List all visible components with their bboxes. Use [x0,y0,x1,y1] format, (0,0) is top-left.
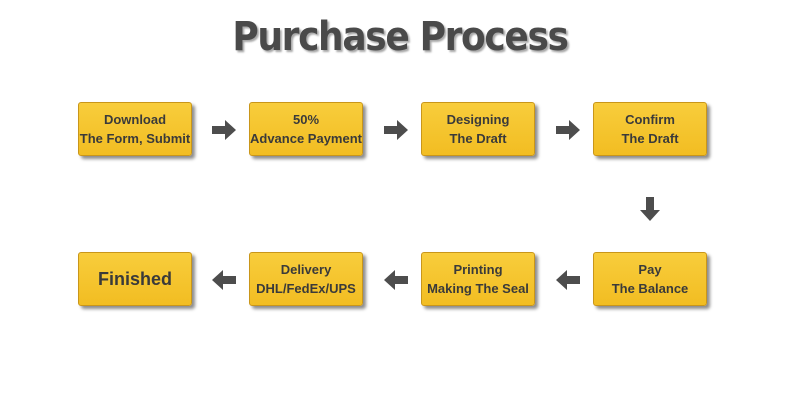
step-label-line1: Pay [638,262,662,277]
step-delivery: Delivery DHL/FedEx/UPS [249,252,363,306]
arrow-left-icon [555,267,581,293]
arrow-right-icon [211,117,237,143]
step-label-line1: Download [103,112,167,127]
step-label-line2: The Form, Submit [79,131,191,146]
step-pay-balance: Pay The Balance [593,252,707,306]
arrow-right-icon [383,117,409,143]
step-label-line2: Making The Seal [427,281,529,296]
step-label-line1: Delivery [280,262,332,277]
step-label-line1: 50% [292,112,320,127]
arrow-left-icon [211,267,237,293]
step-label-line1: Confirm [625,112,675,127]
arrow-left-icon [383,267,409,293]
page-title: Purchase Process [232,14,569,60]
step-printing-seal: Printing Making The Seal [421,252,535,306]
step-confirm-draft: Confirm The Draft [593,102,707,156]
step-label-line2: DHL/FedEx/UPS [256,281,356,296]
step-designing-draft: Designing The Draft [421,102,535,156]
arrow-down-icon [637,196,663,222]
step-label-line2: The Balance [611,281,689,296]
step-label-line2: The Draft [449,131,507,146]
step-finished: Finished [78,252,192,306]
arrow-right-icon [555,117,581,143]
step-advance-payment: 50% Advance Payment [249,102,363,156]
step-label-line1: Printing [453,262,503,277]
step-label-line1: Designing [446,112,510,127]
step-label-line2: The Draft [621,131,679,146]
step-label-line1: Finished [97,268,172,289]
step-label-line2: Advance Payment [250,131,362,146]
step-download-form: Download The Form, Submit [78,102,192,156]
